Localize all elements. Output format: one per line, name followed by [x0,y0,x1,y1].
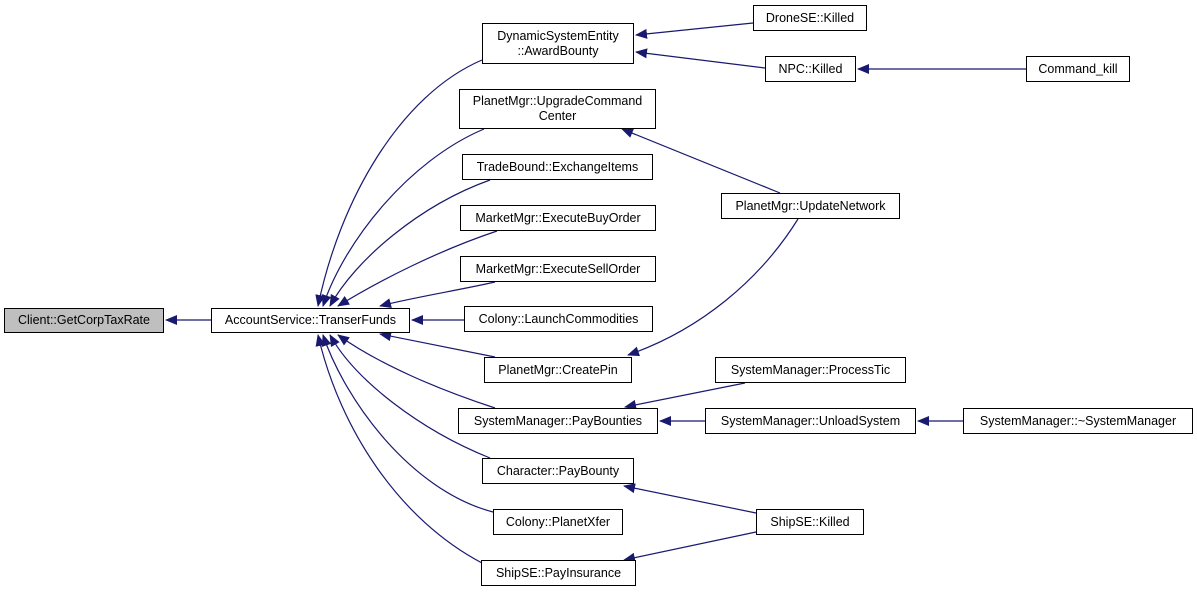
edge-planetxfer-to-transerfunds [321,334,494,513]
node-systemmanager-dtor[interactable]: SystemManager::~SystemManager [963,408,1193,434]
node-label: DynamicSystemEntity ::AwardBounty [497,28,619,58]
edge-awardbounty-to-transerfunds [315,59,483,307]
node-label: SystemManager::~SystemManager [979,413,1177,428]
node-client-getcorptaxrate[interactable]: Client::GetCorpTaxRate [4,308,164,333]
edge-updatenetwork-to-upgradecc [621,128,781,194]
edge-upgradecc-to-transerfunds [321,128,485,307]
node-label: Command_kill [1038,61,1118,76]
node-colony-planetxfer[interactable]: Colony::PlanetXfer [493,509,623,535]
edge-createpin-to-transerfunds [379,331,496,358]
node-colony-launchcommodities[interactable]: Colony::LaunchCommodities [464,306,653,332]
node-dynamicsystementity-awardbounty[interactable]: DynamicSystemEntity ::AwardBounty [482,23,634,64]
node-label: AccountService::TranserFunds [224,313,397,327]
node-tradebound-exchangeitems[interactable]: TradeBound::ExchangeItems [462,154,653,180]
node-label: Colony::LaunchCommodities [478,311,639,326]
node-dronese-killed[interactable]: DroneSE::Killed [753,5,867,31]
node-label: PlanetMgr::CreatePin [498,362,618,377]
edge-exchangeitems-to-transerfunds [329,179,491,307]
node-label: SystemManager::ProcessTic [730,362,891,377]
node-label: Client::GetCorpTaxRate [17,313,150,327]
edge-dronekilled-to-awardbounty [635,22,754,39]
node-shipse-payinsurance[interactable]: ShipSE::PayInsurance [481,560,636,586]
edge-npckilled-to-awardbounty [635,48,766,69]
node-marketmgr-executebuyorder[interactable]: MarketMgr::ExecuteBuyOrder [460,205,656,231]
node-systemmanager-processtic[interactable]: SystemManager::ProcessTic [715,357,906,383]
node-planetmgr-upgradecommandcenter[interactable]: PlanetMgr::UpgradeCommand Center [459,89,656,129]
edge-executesell-to-transerfunds [379,281,496,308]
node-label: MarketMgr::ExecuteSellOrder [475,261,641,276]
edge-paybounty-to-transerfunds [329,334,491,459]
node-command-kill[interactable]: Command_kill [1026,56,1130,82]
node-label: Character::PayBounty [496,463,620,478]
node-label: SystemManager::UnloadSystem [720,413,901,428]
node-label: MarketMgr::ExecuteBuyOrder [475,210,641,225]
edge-processtic-to-paybounties [624,382,746,410]
node-planetmgr-updatenetwork[interactable]: PlanetMgr::UpdateNetwork [721,193,900,219]
node-systemmanager-paybounties[interactable]: SystemManager::PayBounties [458,408,658,434]
edge-shipkilled-to-payinsurance [623,531,757,563]
node-label: ShipSE::PayInsurance [495,565,622,580]
node-label: PlanetMgr::UpdateNetwork [735,198,886,213]
node-label: DroneSE::Killed [765,10,855,25]
node-character-paybounty[interactable]: Character::PayBounty [482,458,634,484]
node-marketmgr-executesellorder[interactable]: MarketMgr::ExecuteSellOrder [460,256,656,282]
edge-payinsurance-to-transerfunds [315,334,483,564]
node-label: PlanetMgr::UpgradeCommand Center [472,94,643,123]
edge-shipkilled-to-paybounty [623,483,757,514]
node-label: NPC::Killed [778,61,843,76]
node-shipse-killed[interactable]: ShipSE::Killed [756,509,864,535]
node-label: TradeBound::ExchangeItems [476,159,639,174]
node-label: Colony::PlanetXfer [505,514,611,529]
edge-paybounties-to-transerfunds [337,334,496,409]
node-npc-killed[interactable]: NPC::Killed [765,56,856,82]
node-label: SystemManager::PayBounties [473,413,643,428]
node-accountservice-transerfunds[interactable]: AccountService::TranserFunds [211,308,410,333]
edge-executebuy-to-transerfunds [337,230,498,307]
edge-updatenetwork-to-createpin [627,218,799,357]
node-label: ShipSE::Killed [770,514,850,529]
node-systemmanager-unloadsystem[interactable]: SystemManager::UnloadSystem [705,408,916,434]
node-planetmgr-createpin[interactable]: PlanetMgr::CreatePin [484,357,632,383]
